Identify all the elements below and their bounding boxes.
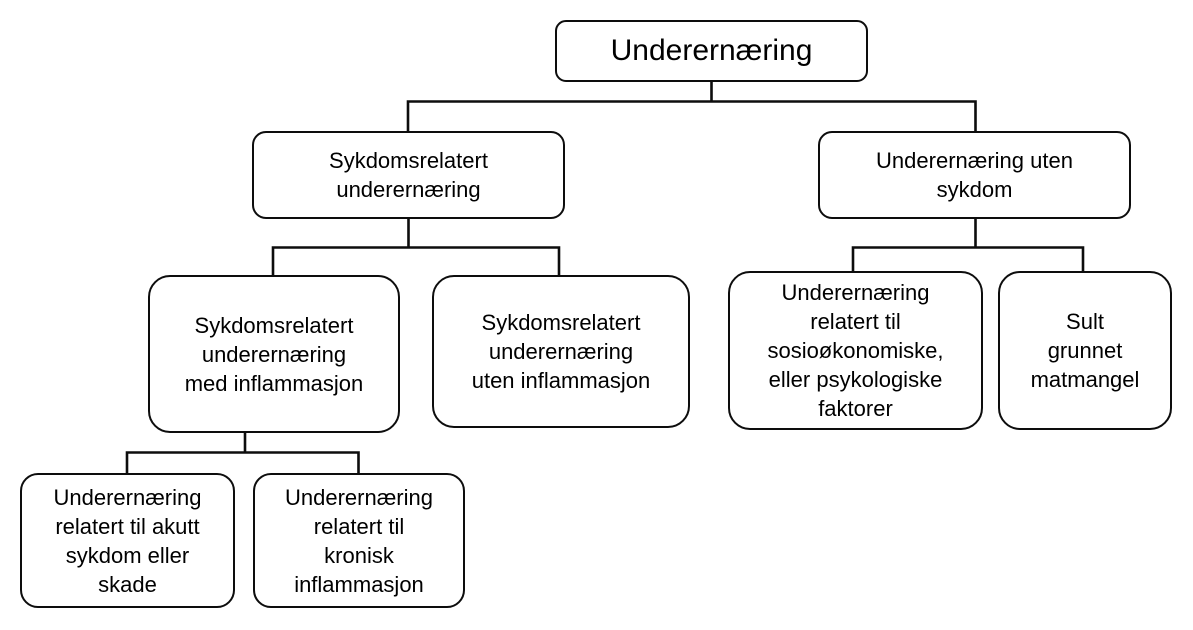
node-underernaering-med-inflammasjon: Sykdomsrelatert underernæring med inflam… xyxy=(148,275,400,433)
connector-root-to-level2 xyxy=(406,82,977,131)
node-sult-grunnet-matmangel: Sult grunnet matmangel xyxy=(998,271,1172,430)
connector-no-disease-to-children xyxy=(851,219,1085,271)
connector-with-inflammation-to-children xyxy=(125,433,360,473)
node-sykdomsrelatert-underernaering: Sykdomsrelatert underernæring xyxy=(252,131,565,219)
node-underernaering-uten-inflammasjon: Sykdomsrelatert underernæring uten infla… xyxy=(432,275,690,428)
node-underernaering-uten-sykdom: Underernæring uten sykdom xyxy=(818,131,1131,219)
node-kronisk-inflammasjon: Underernæring relatert til kronisk infla… xyxy=(253,473,465,608)
node-underernaering: Underernæring xyxy=(555,20,868,82)
node-sosiooekonomiske-faktorer: Underernæring relatert til sosioøkonomis… xyxy=(728,271,983,430)
node-akutt-sykdom-eller-skade: Underernæring relatert til akutt sykdom … xyxy=(20,473,235,608)
connector-disease-to-children xyxy=(271,219,561,275)
